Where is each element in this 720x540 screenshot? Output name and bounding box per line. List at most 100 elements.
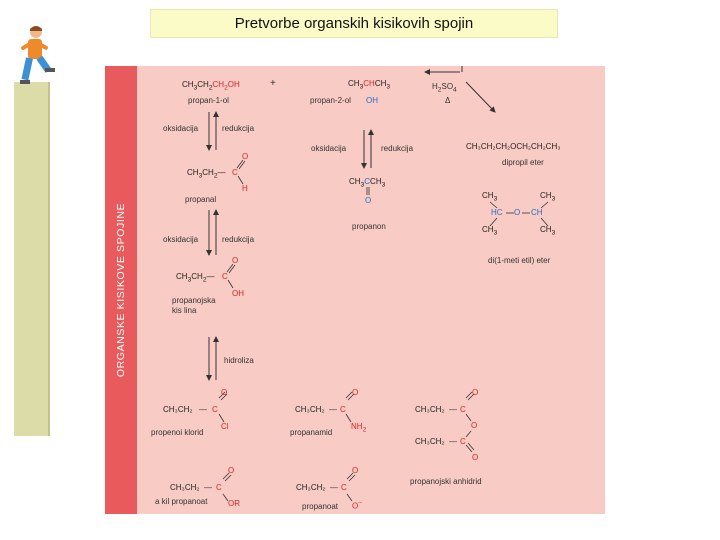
reaction-panel <box>105 66 605 514</box>
formula-part: SO <box>441 82 454 91</box>
acid-oxygen: O <box>232 256 239 265</box>
formula-sub: 3 <box>551 195 556 203</box>
propanoate-oxygen-bottom: O− <box>352 499 362 512</box>
propanone-name: propanon <box>352 222 386 231</box>
sidebar-label: ORGANSKE KISIKOVE SPOJINE <box>115 202 127 378</box>
propanal-chain: CH3CH2— <box>187 168 226 180</box>
propanoate-oxygen-top: O <box>352 466 359 475</box>
ether-oxygen: O <box>514 208 521 217</box>
dipropyl-ether-name: dipropil eter <box>502 158 544 167</box>
propan-2-ol-name: propan-2-ol <box>310 96 351 105</box>
formula-sub: 2 <box>202 276 207 284</box>
ester-or: OR <box>228 499 240 508</box>
ester-bond: — <box>204 483 212 492</box>
step1-oxidation: oksidacija <box>163 124 199 133</box>
anhydride-chain-bottom: CH₃CH₂ <box>415 437 445 446</box>
plus-sign: + <box>270 78 276 89</box>
anhydride-oxygen-top: O <box>472 388 479 397</box>
formula-part: CH <box>482 191 494 200</box>
formula-part: C <box>364 177 371 186</box>
ether-methyl-tr: CH3 <box>540 191 555 205</box>
formula-part: CH <box>482 225 494 234</box>
formula-sub: 3 <box>493 195 498 203</box>
ether-hc: HC <box>491 208 503 217</box>
formula-sub: 2 <box>208 84 213 92</box>
formula-part: CH <box>212 80 225 89</box>
formula-part: CH <box>191 272 203 281</box>
anhydride-oxygen-bottom: O <box>472 453 479 462</box>
anhydride-name: propanojski anhidrid <box>410 477 482 486</box>
heat-symbol: Δ <box>445 96 451 105</box>
dipropyl-ether-formula: CH₃CH₂CH₂OCH₂CH₂CH₃ <box>466 142 561 151</box>
propan-1-ol-formula: CH3CH2CH2OH <box>182 80 240 94</box>
propan-2-ol-hydroxyl: OH <box>366 96 378 105</box>
formula-part: CH <box>187 168 199 177</box>
ether-methyl-bl: CH3 <box>482 225 497 239</box>
amide-carbon: C <box>340 405 346 414</box>
amide-oxygen: O <box>352 388 359 397</box>
stair-decoration <box>14 82 50 436</box>
acid-carbon: C <box>222 272 228 281</box>
formula-sub: 3 <box>381 181 386 189</box>
step1-reduction: redukcija <box>222 124 255 133</box>
ether-methyl-br: CH3 <box>540 225 555 239</box>
formula-sub: 3 <box>551 229 556 237</box>
propanone-oxidation: oksidacija <box>311 144 347 153</box>
formula-sub: 2 <box>362 426 367 434</box>
acid-hydroxyl: OH <box>232 289 244 298</box>
formula-part: NH <box>351 422 363 431</box>
sidebar-band <box>105 66 137 514</box>
chloride-carbon: C <box>212 405 218 414</box>
formula-part: CH <box>540 191 552 200</box>
formula-sub: 3 <box>359 83 364 91</box>
formula-sub: 2 <box>213 172 218 180</box>
formula-part: CH <box>540 225 552 234</box>
formula-part: H <box>432 82 438 91</box>
formula-part: CH <box>363 79 375 88</box>
amide-bond: — <box>329 405 337 414</box>
propanone-formula: CH3CCH3 <box>349 177 385 191</box>
propanoate-bond: — <box>330 483 338 492</box>
formula-part: CH <box>349 177 361 186</box>
propanone-oxygen: O <box>365 196 372 205</box>
slide-title: Pretvorbe organskih kisikovih spojin <box>150 9 558 38</box>
anhydride-chain-top: CH₃CH₂ <box>415 405 445 414</box>
formula-sub: 3 <box>360 181 365 189</box>
chloride-bond: — <box>199 405 207 414</box>
amide-name: propanamid <box>290 428 333 437</box>
step2-reduction: redukcija <box>222 235 255 244</box>
anhydride-bridge-oxygen: O <box>471 421 478 430</box>
formula-sub: 3 <box>198 172 203 180</box>
climbing-person-icon <box>20 26 55 84</box>
propanal-name: propanal <box>185 195 217 204</box>
formula-part: O <box>352 501 359 511</box>
formula-part: CH <box>202 168 214 177</box>
diisopropyl-ether-name: di(1-meti etil) eter <box>488 256 551 265</box>
chloride-oxygen: O <box>221 388 228 397</box>
anhydride-bond-top: — <box>449 405 457 414</box>
propan-2-ol-formula: CH3CHCH3 <box>348 79 390 93</box>
propan-1-ol-name: propan-1-ol <box>188 96 229 105</box>
acid-name-line2: kis lina <box>172 306 197 315</box>
acid-name-line1: propanojska <box>172 296 216 305</box>
anhydride-bond-bottom: — <box>449 437 457 446</box>
ester-chain: CH₃CH₂ <box>170 483 200 492</box>
formula-sub: 3 <box>193 84 198 92</box>
formula-part: CH <box>197 80 209 89</box>
step2-oxidation: oksidacija <box>163 235 199 244</box>
propanal-oxygen: O <box>242 152 249 161</box>
chloride-name: propenoi klorid <box>151 428 204 437</box>
anhydride-carbon-bottom: C <box>460 437 466 446</box>
formula-part: CH <box>370 177 382 186</box>
formula-part: CH <box>374 79 387 88</box>
acid-catalyst: H2SO4 <box>432 82 457 96</box>
slide-title-text: Pretvorbe organskih kisikovih spojin <box>234 15 474 32</box>
formula-sub: 2 <box>437 86 442 94</box>
propanal-hydrogen: H <box>242 184 248 193</box>
ester-carbon: C <box>216 483 222 492</box>
amide-chain: CH₃CH₂ <box>295 405 325 414</box>
formula-sub: 3 <box>386 83 391 91</box>
propanoate-name: propanoat <box>302 502 339 511</box>
formula-sub: 3 <box>187 276 192 284</box>
formula-charge: − <box>358 500 363 507</box>
